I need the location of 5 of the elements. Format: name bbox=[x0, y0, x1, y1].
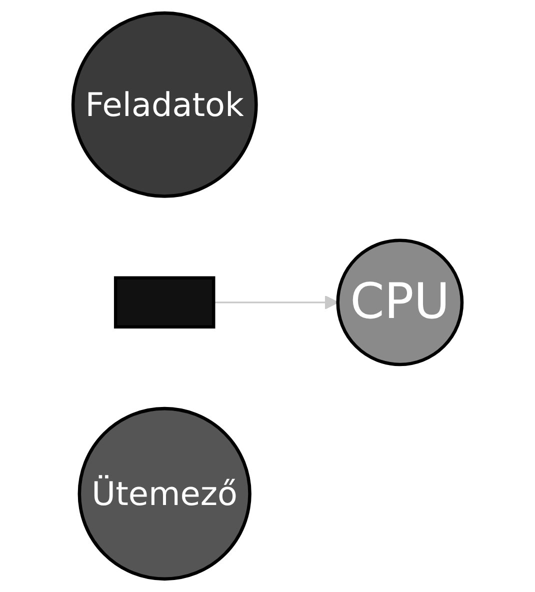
node-cross bbox=[114, 276, 216, 329]
node-circle: Feladatok bbox=[71, 11, 258, 198]
arrow bbox=[214, 295, 338, 310]
node-circle: Ütemező bbox=[78, 406, 252, 581]
node-circle: CPU bbox=[336, 238, 464, 366]
